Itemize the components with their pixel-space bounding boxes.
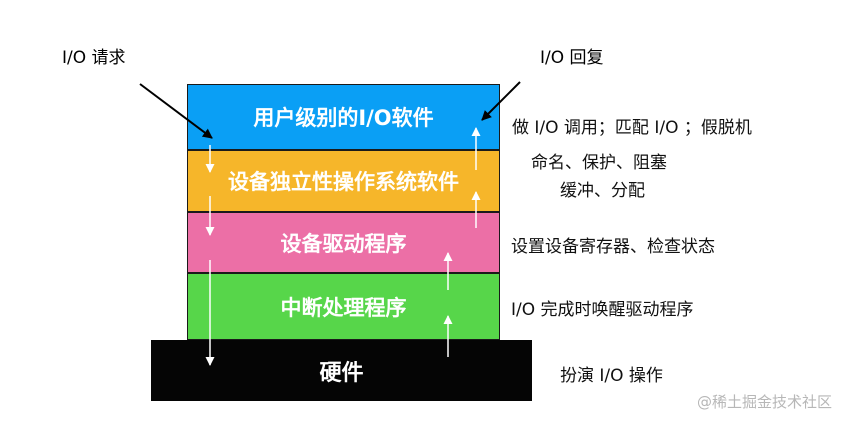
layer-label: 设备独立性操作系统软件 xyxy=(228,170,459,194)
layer-label: 硬件 xyxy=(319,360,364,386)
note-driver: 设置设备寄存器、检查状态 xyxy=(511,237,715,257)
note-user-level: 做 I/O 调用；匹配 I/O ；假脱机 xyxy=(512,118,752,138)
layer-interrupt-handler: 中断处理程序 xyxy=(187,273,500,340)
note-device-independent-line1: 命名、保护、阻塞 xyxy=(531,153,667,173)
layer-user-level-io-software: 用户级别的I/O软件 xyxy=(187,84,500,150)
io-request-label: I/O 请求 xyxy=(62,48,126,68)
note-hardware: 扮演 I/O 操作 xyxy=(560,366,663,386)
io-reply-label: I/O 回复 xyxy=(540,48,604,68)
layer-hardware: 硬件 xyxy=(151,340,532,401)
watermark: @稀土掘金技术社区 xyxy=(696,393,832,411)
layer-label: 用户级别的I/O软件 xyxy=(253,106,434,130)
layer-label: 中断处理程序 xyxy=(280,295,407,320)
layer-label: 设备驱动程序 xyxy=(280,231,407,256)
note-interrupt: I/O 完成时唤醒驱动程序 xyxy=(511,300,694,320)
note-device-independent-line2: 缓冲、分配 xyxy=(560,181,645,201)
layer-device-independent-os-software: 设备独立性操作系统软件 xyxy=(187,150,500,212)
layer-device-driver: 设备驱动程序 xyxy=(187,212,500,273)
